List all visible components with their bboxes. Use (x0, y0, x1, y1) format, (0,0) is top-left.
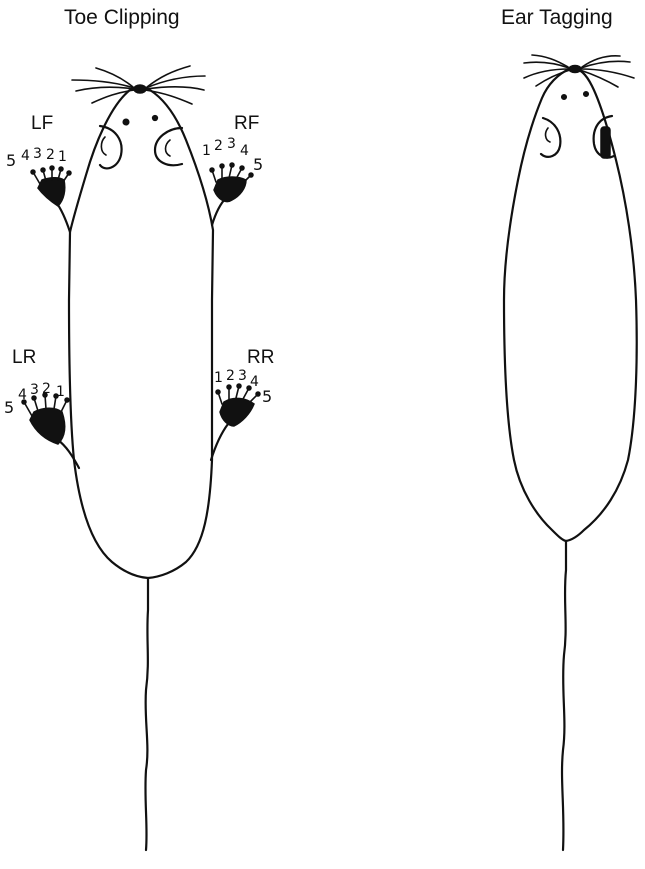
right-mouse-nose (569, 66, 581, 73)
rf-digit-4: 4 (240, 143, 249, 159)
left-mouse-tail (145, 578, 148, 850)
lr-digit-3: 3 (30, 382, 39, 398)
right-mouse-ear-left-inner (546, 128, 550, 142)
toe-clipping-mouse: LF RF LR RR 5 4 3 2 1 1 2 3 4 5 5 4 3 2 … (4, 66, 274, 850)
lf-paw (31, 166, 71, 232)
rr-digit-1: 1 (214, 370, 223, 386)
label-rf: RF (234, 113, 259, 134)
label-rr: RR (247, 347, 274, 368)
label-lr: LR (12, 347, 36, 368)
lf-digit-5: 5 (6, 151, 16, 170)
rr-digit-4: 4 (250, 374, 259, 390)
left-mouse-ear-left (100, 126, 122, 168)
left-mouse-eye-left (123, 119, 129, 125)
right-mouse-eye-right (584, 92, 589, 97)
lr-digit-4: 4 (18, 387, 27, 403)
left-mouse-ear-right (155, 128, 182, 165)
lr-digit-2: 2 (42, 381, 51, 397)
rr-digit-5: 5 (262, 387, 272, 406)
rr-digit-2: 2 (226, 368, 235, 384)
ear-tag (601, 127, 610, 158)
lf-digit-3: 3 (33, 146, 42, 162)
rf-digit-1: 1 (202, 143, 211, 159)
lf-digit-1: 1 (58, 149, 67, 165)
lr-digit-5: 5 (4, 398, 14, 417)
lf-digit-4: 4 (21, 148, 30, 164)
right-mouse-body (504, 68, 637, 541)
rf-digit-3: 3 (227, 136, 236, 152)
rf-paw (210, 163, 253, 225)
lr-digit-1: 1 (56, 384, 65, 400)
left-mouse-eye-right (153, 116, 158, 121)
lf-digit-2: 2 (46, 147, 55, 163)
ear-tagging-mouse (504, 55, 637, 850)
right-mouse-ear-left (541, 118, 560, 157)
right-mouse-eye-left (562, 95, 567, 100)
label-lf: LF (31, 113, 53, 134)
right-mouse-tail (562, 541, 566, 850)
left-mouse-ear-left-inner (101, 137, 106, 155)
rf-digit-5: 5 (253, 155, 263, 174)
left-mouse-body (69, 88, 213, 578)
left-mouse-ear-right-inner (166, 140, 171, 156)
rf-digit-2: 2 (214, 138, 223, 154)
left-mouse-nose (134, 85, 146, 93)
rr-paw (211, 384, 260, 460)
rr-digit-3: 3 (238, 368, 247, 384)
